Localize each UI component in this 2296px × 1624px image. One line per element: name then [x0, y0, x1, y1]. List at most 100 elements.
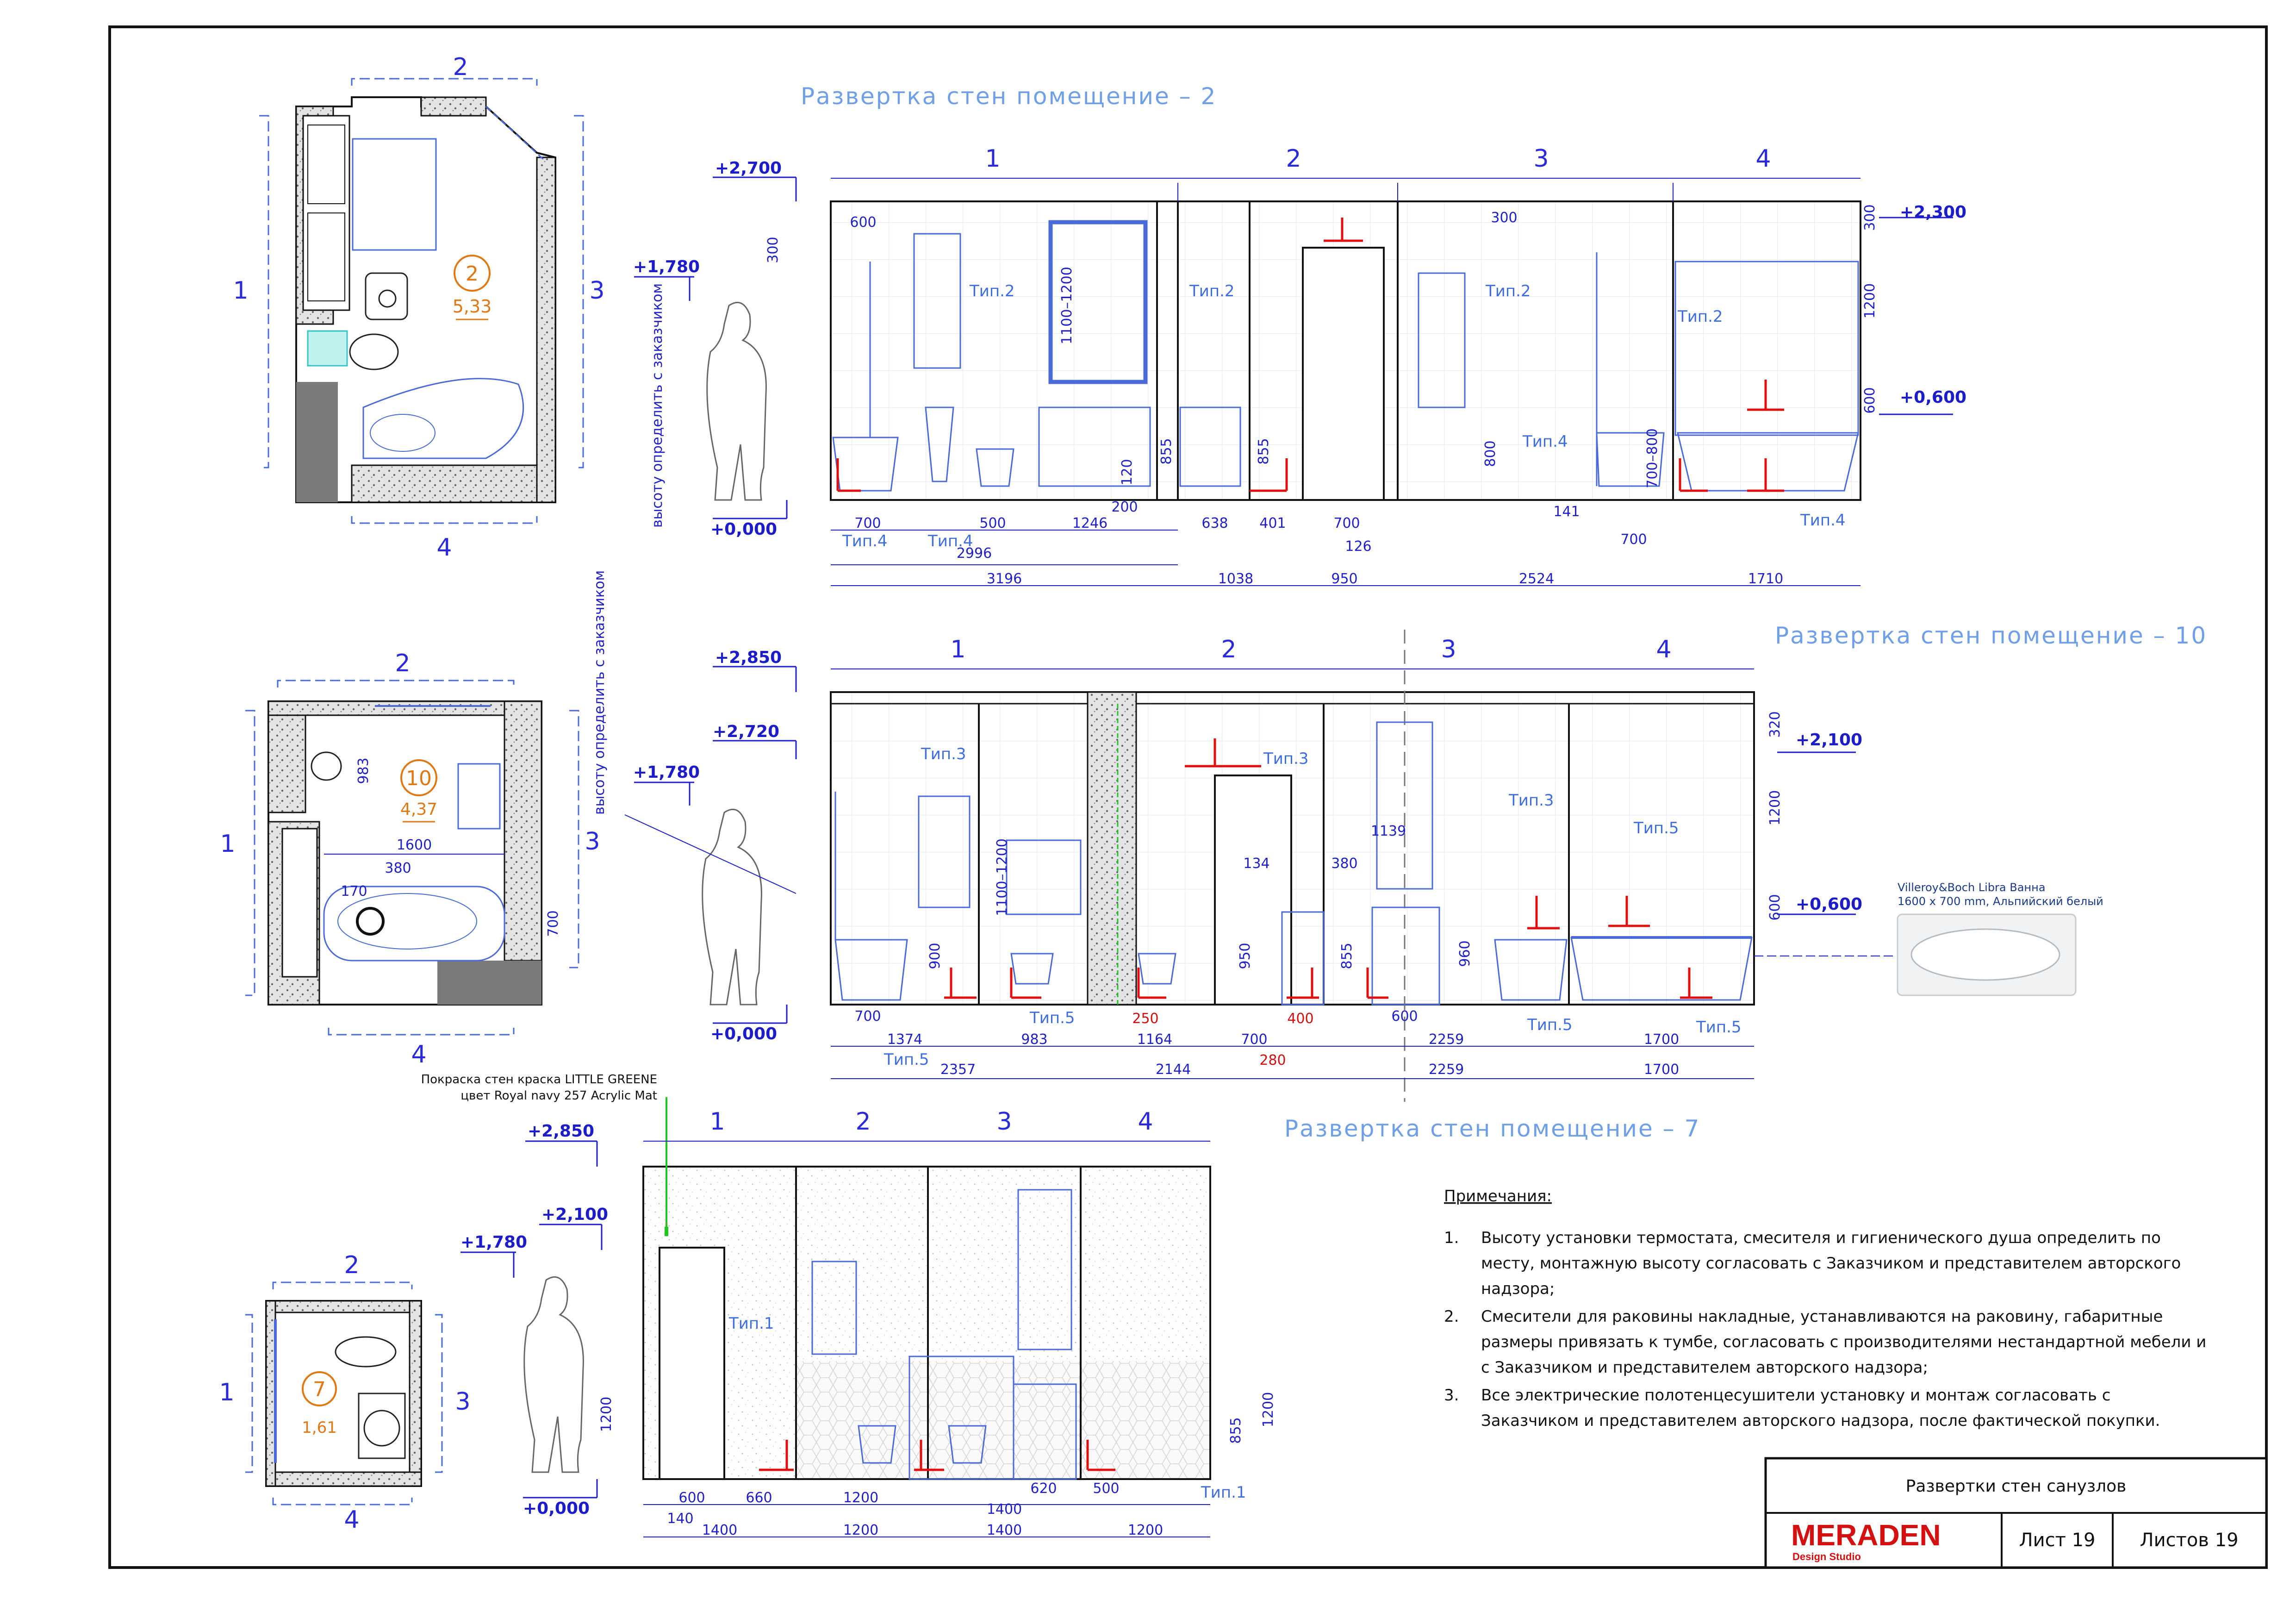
dim-label: 600: [1767, 894, 1783, 920]
dim-label: 500: [1093, 1480, 1119, 1497]
plan-side-3: 3: [585, 828, 600, 856]
level-mark: +2,850: [528, 1122, 594, 1141]
type-label: Тип.4: [842, 532, 888, 550]
type-label: Тип.3: [1508, 791, 1554, 810]
level-mark: +1,780: [460, 1233, 527, 1252]
dim-label: 700: [1241, 1031, 1267, 1048]
dim-label: 200: [1111, 499, 1138, 515]
wall-number: 4: [1656, 636, 1671, 663]
level-mark: +2,700: [715, 159, 782, 178]
level-mark: +2,100: [1796, 731, 1862, 750]
plan-side-4: 4: [436, 534, 452, 562]
plan-dim: 170: [341, 883, 367, 899]
elevation-title: Развертка стен помещение – 7: [1284, 1115, 1700, 1142]
dim-label: 983: [1021, 1031, 1047, 1048]
wall-number: 3: [1533, 145, 1549, 173]
type-label: Тип.2: [1189, 282, 1235, 300]
plan-room-10: 10 4,37 983 1600 380 170 700 1 2 3 4: [220, 650, 600, 1068]
level-mark: +0,600: [1796, 895, 1862, 914]
dim-label: 900: [927, 943, 943, 969]
type-label: Тип.5: [884, 1050, 929, 1069]
dim-label: 700–800: [1644, 428, 1661, 488]
type-label: Тип.4: [1800, 511, 1846, 530]
type-label: Тип.1: [728, 1314, 774, 1333]
dim-label-red: 280: [1259, 1052, 1286, 1068]
dim-label: 3196: [987, 571, 1022, 587]
level-mark: +0,000: [710, 520, 777, 539]
plan-side-2: 2: [453, 53, 468, 81]
room-area: 4,37: [400, 800, 437, 819]
room-badge: [454, 255, 491, 292]
paint-note: цвет Royal navy 257 Acrylic Mat: [460, 1089, 657, 1103]
note-line: надзора;: [1481, 1280, 1555, 1298]
wall-number: 2: [855, 1108, 871, 1136]
vertical-note: высоту определить с заказчиком: [649, 283, 666, 528]
dim-label: 600: [1862, 387, 1878, 413]
wall-number: 3: [996, 1108, 1012, 1136]
elevation-title: Развертка стен помещение – 10: [1775, 622, 2207, 649]
type-label: Тип.5: [1527, 1016, 1573, 1034]
room-number: 7: [313, 1378, 326, 1401]
plan-side-4: 4: [344, 1506, 359, 1534]
note-line: Смесители для раковины накладные, устана…: [1481, 1307, 2163, 1326]
paint-note: Покраска стен краска LITTLE GREENE: [421, 1073, 657, 1087]
plan-side-2: 2: [344, 1251, 359, 1279]
dim-label: 2259: [1429, 1062, 1464, 1078]
dim-label: 1374: [887, 1031, 922, 1048]
type-label: Тип.2: [1485, 282, 1531, 300]
dim-label: 300: [1862, 204, 1878, 231]
type-label: Тип.2: [969, 282, 1015, 300]
dim-label: 2259: [1429, 1031, 1464, 1048]
dim-label: 140: [667, 1511, 693, 1527]
dim-label: 660: [746, 1490, 772, 1506]
dim-label: 855: [1339, 943, 1355, 969]
sheet-number: Лист 19: [2019, 1530, 2096, 1551]
note-number: 1.: [1444, 1229, 1459, 1247]
sheet-frame: [108, 25, 2268, 1569]
dim-label: 1200: [843, 1490, 878, 1506]
dim-label: 1400: [702, 1522, 737, 1538]
type-label: Тип.3: [921, 745, 966, 763]
dim-label: 855: [1228, 1417, 1244, 1443]
plan-side-2: 2: [395, 650, 410, 677]
type-label: Тип.5: [1696, 1018, 1742, 1037]
room-area: 1,61: [302, 1418, 337, 1437]
dim-label: 1246: [1072, 515, 1108, 531]
plan-room-2: 2 5,33 1 2 3 4: [233, 53, 604, 562]
dim-label: 1200: [843, 1522, 878, 1538]
dim-label: 855: [1158, 438, 1175, 464]
dim-label: 380: [1331, 856, 1357, 872]
elevation-room-7: Развертка стен помещение – 7 Покраска ст…: [421, 1073, 1700, 1538]
dim-label: 2357: [940, 1062, 976, 1078]
wall-number: 1: [985, 145, 1000, 173]
level-mark: +2,850: [715, 648, 782, 667]
level-mark: +2,100: [541, 1205, 608, 1224]
dim-label-red: 250: [1132, 1011, 1158, 1027]
plan-side-1: 1: [219, 1379, 234, 1406]
wall-number: 2: [1221, 636, 1236, 663]
dim-label: 1139: [1371, 823, 1406, 839]
dim-label: 950: [1331, 571, 1357, 587]
level-mark: +2,720: [713, 722, 779, 741]
brand-logo: MERADEN: [1791, 1518, 1941, 1552]
dim-label: 2996: [957, 545, 992, 562]
dim-label: 134: [1243, 856, 1269, 872]
dim-label: 1200: [1767, 790, 1783, 825]
plan-dim: 380: [385, 860, 411, 876]
dim-label: 1200: [1862, 283, 1878, 319]
dim-label: 700: [854, 1008, 881, 1024]
plan-side-1: 1: [233, 277, 248, 305]
type-label: Тип.1: [1201, 1483, 1246, 1502]
plan-side-3: 3: [589, 277, 604, 305]
wall-number: 2: [1286, 145, 1301, 173]
note-line: Заказчиком и представителем авторского н…: [1481, 1412, 2160, 1430]
dim-label: 300: [1491, 210, 1517, 226]
dim-label: 1038: [1218, 571, 1253, 587]
level-mark: +1,780: [633, 257, 700, 276]
note-line: месту, монтажную высоту согласовать с За…: [1481, 1254, 2181, 1273]
vertical-note: высоту определить с заказчиком: [591, 570, 608, 815]
level-mark: +2,300: [1900, 203, 1966, 222]
elevation-title: Развертка стен помещение – 2: [801, 83, 1217, 110]
note-line: размеры привязать к тумбе, согласовать с…: [1481, 1333, 2206, 1351]
dim-label: 1400: [987, 1501, 1022, 1518]
